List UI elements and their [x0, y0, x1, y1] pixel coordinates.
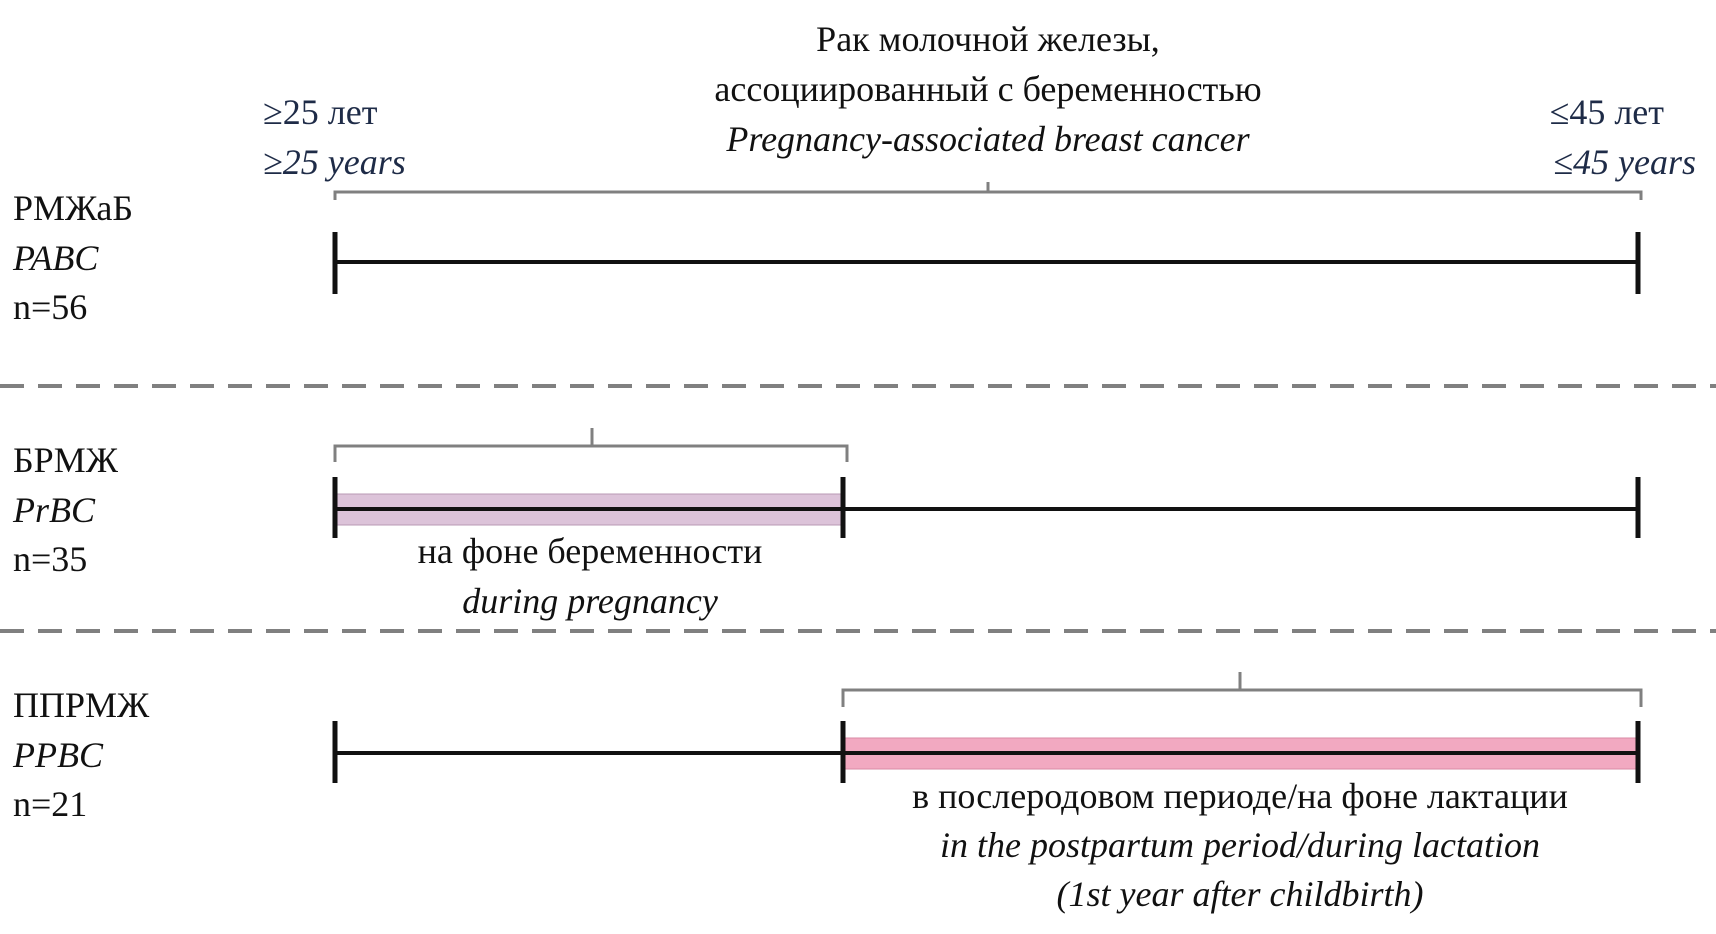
row-label-en: PABC — [13, 238, 99, 278]
right-age-en: ≤45 years — [1553, 142, 1696, 182]
bracket-prbc — [333, 428, 849, 462]
segment-label-ru: в послеродовом периоде/на фоне лактации — [912, 776, 1568, 816]
segment-label-en-line2: (1st year after childbirth) — [1056, 874, 1424, 914]
title-ru-line2: ассоциированный с беременностью — [714, 69, 1262, 109]
left-age-ru: ≥25 лет — [263, 92, 378, 132]
row-count: n=35 — [13, 539, 88, 579]
row-label-ru: БРМЖ — [13, 440, 118, 480]
title-ru-line1: Рак молочной железы, — [816, 19, 1160, 59]
bracket-pabc — [333, 182, 1643, 200]
segment-label-ru: на фоне беременности — [417, 531, 763, 571]
row-label-ru: РМЖаБ — [13, 188, 134, 228]
row-label-en: PrBC — [13, 490, 96, 530]
row-label-en: PPBC — [13, 735, 103, 775]
left-age-en: ≥25 years — [263, 142, 406, 182]
segment-label-en: during pregnancy — [462, 581, 718, 621]
row-count: n=56 — [13, 287, 88, 327]
right-age-ru: ≤45 лет — [1549, 92, 1664, 132]
row-count: n=21 — [13, 784, 88, 824]
bracket-ppbc — [841, 672, 1643, 707]
row-label-ru: ППРМЖ — [13, 685, 150, 725]
title-en: Pregnancy-associated breast cancer — [726, 119, 1250, 159]
segment-label-en: in the postpartum period/during lactatio… — [940, 825, 1540, 865]
